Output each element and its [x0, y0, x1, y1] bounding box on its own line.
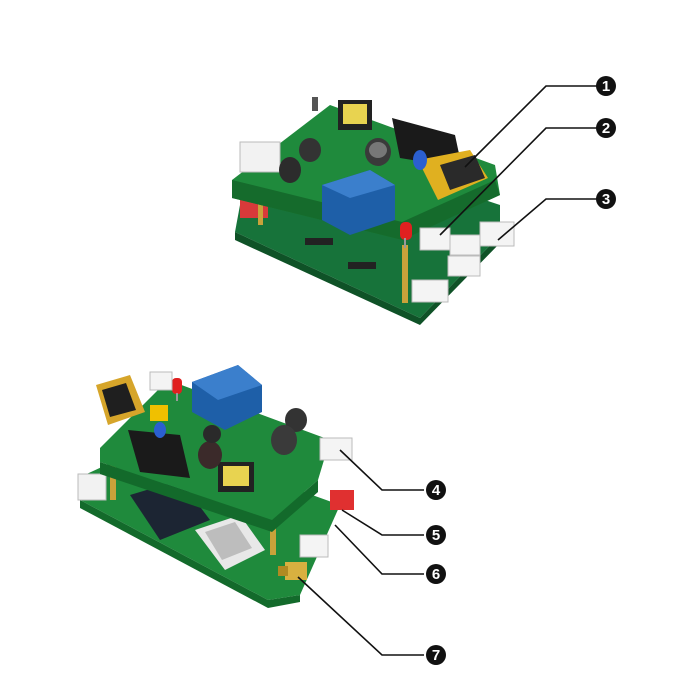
callout-4: 4 — [426, 480, 446, 500]
top-board-assembly — [232, 97, 515, 325]
callout-7: 7 — [426, 645, 446, 665]
callout-6: 6 — [426, 564, 446, 584]
svg-text:6: 6 — [432, 566, 440, 583]
svg-text:3: 3 — [602, 191, 610, 208]
capacitors — [279, 97, 391, 183]
bottom-board-assembly — [77, 365, 354, 608]
white-connector-left — [239, 141, 281, 173]
svg-text:5: 5 — [432, 527, 440, 544]
svg-text:7: 7 — [432, 647, 440, 664]
callout-3: 3 — [596, 189, 616, 209]
callout-2: 2 — [596, 118, 616, 138]
red-led — [400, 222, 412, 248]
svg-text:2: 2 — [602, 120, 610, 137]
brass-standoff — [402, 245, 408, 303]
lower-white-connectors — [411, 255, 481, 303]
terminal-block-bottom — [128, 430, 190, 478]
callout-1: 1 — [596, 76, 616, 96]
callout-5: 5 — [426, 525, 446, 545]
svg-text:1: 1 — [602, 78, 610, 95]
red-connector-5 — [330, 490, 354, 510]
leader-lines — [297, 85, 598, 656]
sma-connector — [278, 562, 307, 580]
svg-text:4: 4 — [432, 482, 441, 499]
white-connectors-right — [419, 221, 515, 256]
white-connector-bottom-left — [77, 473, 107, 501]
red-led-bottom — [172, 378, 182, 401]
capacitors-bottom — [198, 408, 307, 469]
white-connector-6 — [299, 534, 329, 558]
